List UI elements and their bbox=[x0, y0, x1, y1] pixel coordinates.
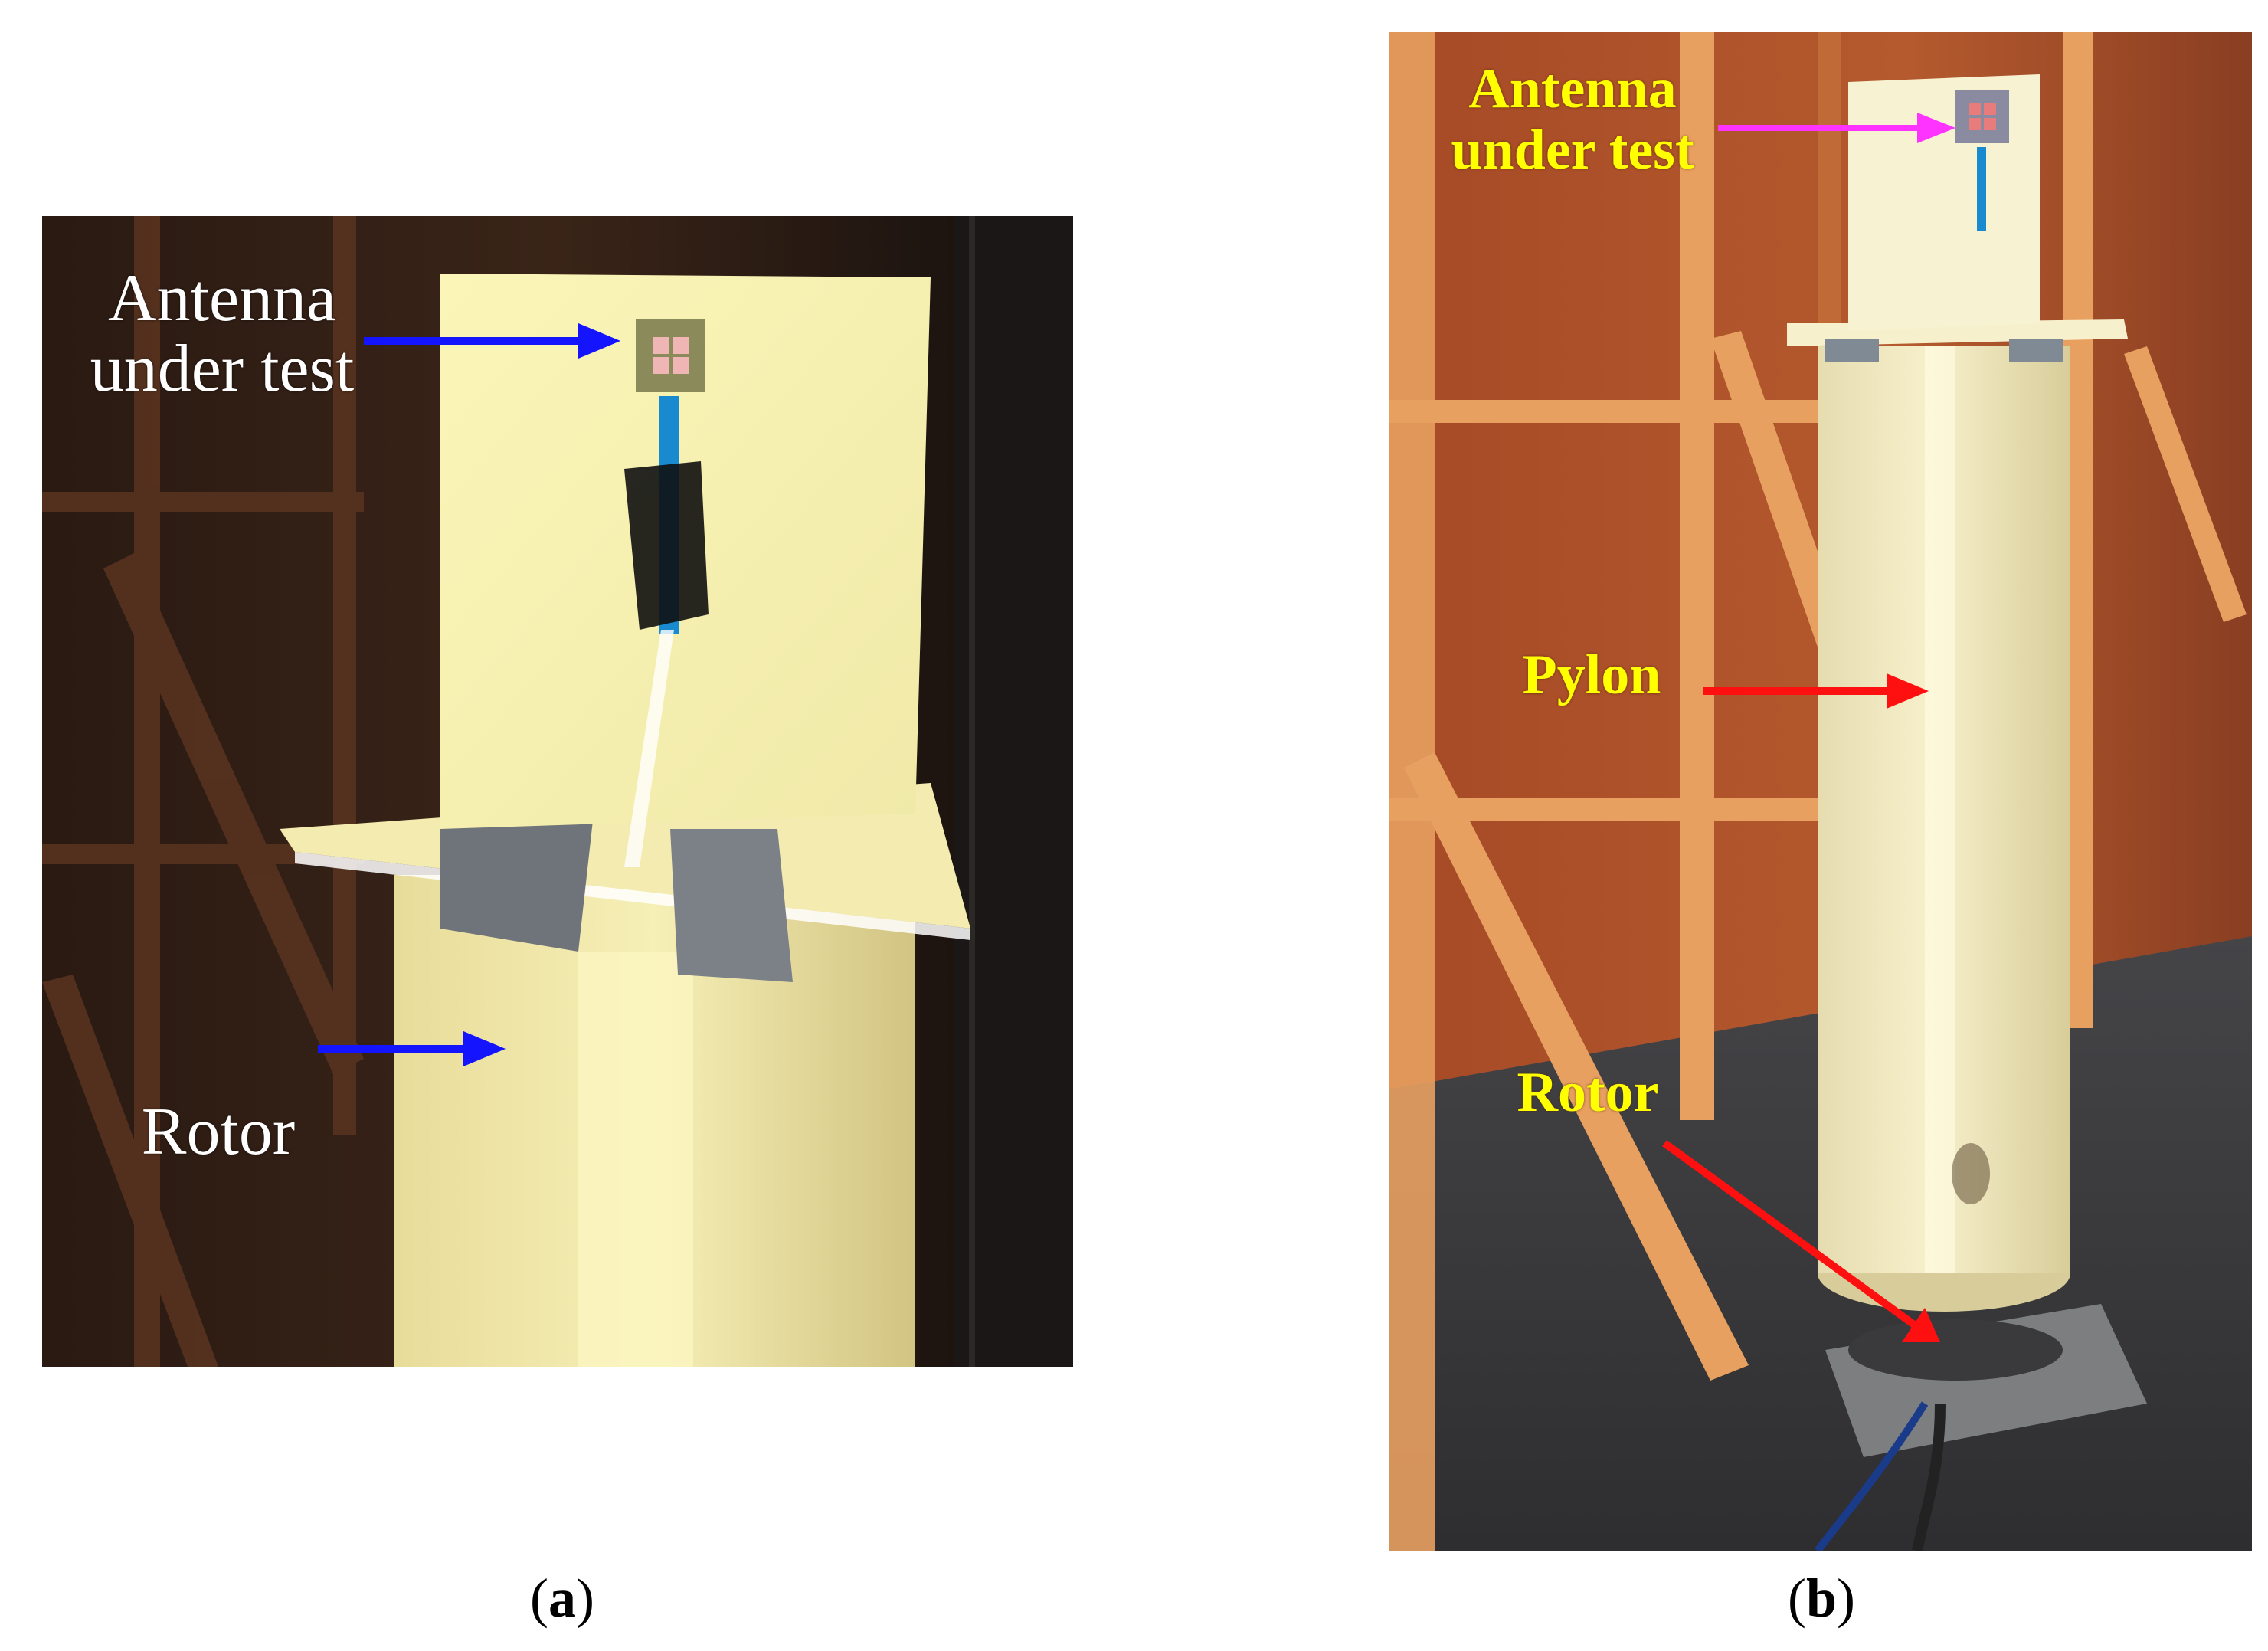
caption-b: (b) bbox=[1787, 1567, 1855, 1629]
wooden-frame-a bbox=[42, 216, 364, 1367]
foam-support-board-b bbox=[1848, 74, 2040, 331]
photo-a-scene bbox=[42, 216, 1073, 1367]
antenna-arrow-a bbox=[364, 323, 620, 359]
antenna-label-line1: Antenna bbox=[107, 261, 337, 336]
duct-tape-right bbox=[670, 829, 793, 982]
rotor-arrow-a bbox=[318, 1031, 506, 1066]
antenna-under-test-label-a: Antenna under test bbox=[77, 261, 368, 407]
rotor-label-b: Rotor bbox=[1517, 1061, 1659, 1124]
rotor-arrow-b bbox=[1662, 1139, 1940, 1342]
antenna-under-test-label-b: Antenna under test bbox=[1427, 57, 1718, 182]
antenna-patch bbox=[636, 319, 705, 392]
antenna-patch-b bbox=[1955, 90, 2009, 143]
antenna-label-b-line1: Antenna bbox=[1468, 57, 1677, 120]
photo-panel-a: Antenna under test Rotor bbox=[42, 216, 1073, 1367]
photo-panel-b: Antenna under test Pylon Rotor bbox=[1389, 32, 2252, 1551]
pylon-arrow-b bbox=[1703, 673, 1929, 709]
antenna-label-b-line2: under test bbox=[1451, 118, 1694, 182]
photo-b-scene bbox=[1389, 32, 2252, 1551]
duct-tape-left bbox=[440, 814, 594, 952]
antenna-label-line2: under test bbox=[90, 332, 355, 407]
rotor-label-a: Rotor bbox=[141, 1095, 296, 1169]
caption-a: (a) bbox=[530, 1567, 594, 1629]
antenna-arrow-b bbox=[1718, 113, 1955, 143]
pylon-label-b: Pylon bbox=[1522, 644, 1661, 706]
